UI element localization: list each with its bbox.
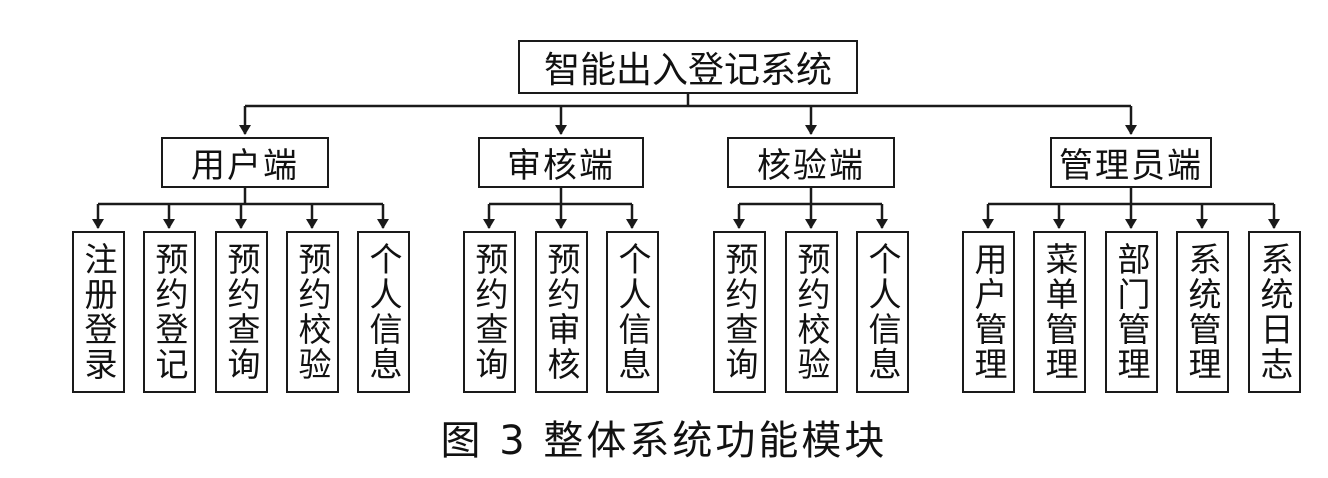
root-node: 智能出入登记系统 (518, 40, 858, 94)
leaf-admin-user-management: 用户管理 (962, 231, 1015, 393)
figure-caption: 图 3 整体系统功能模块 (440, 418, 888, 464)
leaf-admin-system-log: 系统日志 (1248, 231, 1301, 393)
node-verify-client: 核验端 (727, 137, 895, 188)
node-admin-client: 管理员端 (1050, 137, 1212, 188)
leaf-review-booking-review: 预约审核 (535, 231, 588, 393)
node-review-client: 审核端 (478, 137, 644, 188)
leaf-verify-booking-verify: 预约校验 (785, 231, 838, 393)
leaf-user-profile: 个人信息 (357, 231, 410, 393)
leaf-user-booking-register: 预约登记 (143, 231, 196, 393)
leaf-user-booking-query: 预约查询 (215, 231, 268, 393)
leaf-user-booking-verify: 预约校验 (286, 231, 339, 393)
leaf-admin-menu-management: 菜单管理 (1033, 231, 1086, 393)
leaf-review-booking-query: 预约查询 (463, 231, 516, 393)
leaf-admin-department-management: 部门管理 (1105, 231, 1158, 393)
leaf-review-profile: 个人信息 (606, 231, 659, 393)
node-user-client: 用户端 (161, 137, 329, 188)
leaf-admin-system-management: 系统管理 (1176, 231, 1229, 393)
leaf-user-register-login: 注册登录 (72, 231, 125, 393)
leaf-verify-booking-query: 预约查询 (713, 231, 766, 393)
leaf-verify-profile: 个人信息 (856, 231, 909, 393)
